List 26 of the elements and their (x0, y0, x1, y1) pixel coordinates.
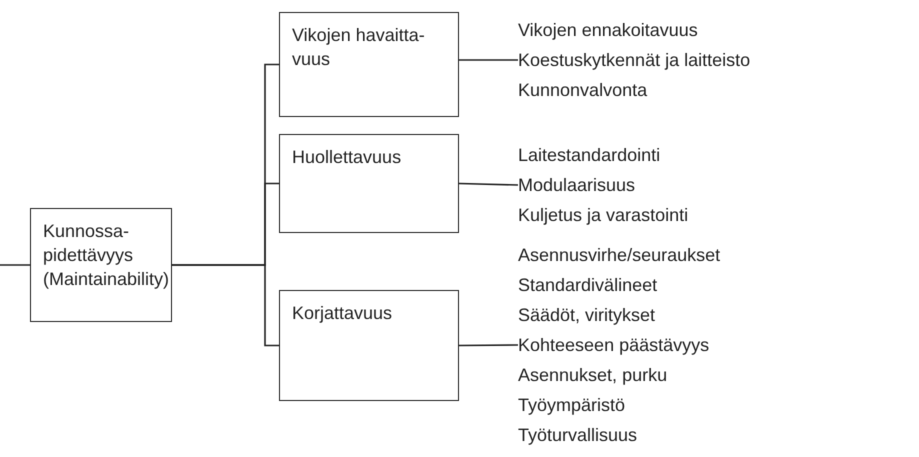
list-item: Modulaarisuus (518, 174, 636, 197)
connector-line (172, 264, 279, 346)
category-box (279, 290, 459, 401)
box-label: Korjattavuus (292, 303, 392, 323)
list-item: Laitestandardointi (518, 144, 660, 167)
list-item: Standardivälineet (518, 274, 658, 297)
category-box (279, 12, 459, 117)
list-item: Kuljetus ja varastointi (518, 204, 688, 227)
list-item: Kohteeseen päästävyys (518, 334, 710, 357)
connector-line (459, 344, 518, 346)
category-box (30, 208, 172, 322)
category-box (279, 134, 459, 233)
list-item: Vikojen ennakoitavuus (518, 19, 698, 42)
list-item: Työturvallisuus (518, 424, 638, 447)
box-label: Huollettavuus (292, 147, 402, 167)
list-item: Työympäristö (518, 394, 626, 417)
box-label: Kunnossa-pidettävyys (Maintainability) (43, 221, 170, 289)
connector-line (459, 59, 518, 61)
list-item: Koestuskytkennät ja laitteisto (518, 49, 750, 72)
connector-line (458, 182, 518, 186)
list-item: Säädöt, viritykset (518, 304, 656, 327)
list-item: Asennukset, purku (518, 364, 668, 387)
list-item: Asennusvirhe/seuraukset (518, 244, 720, 267)
box-label: Vikojen havaitta-vuus (292, 25, 425, 69)
connector-line (0, 264, 30, 266)
list-item: Kunnonvalvonta (518, 79, 648, 102)
